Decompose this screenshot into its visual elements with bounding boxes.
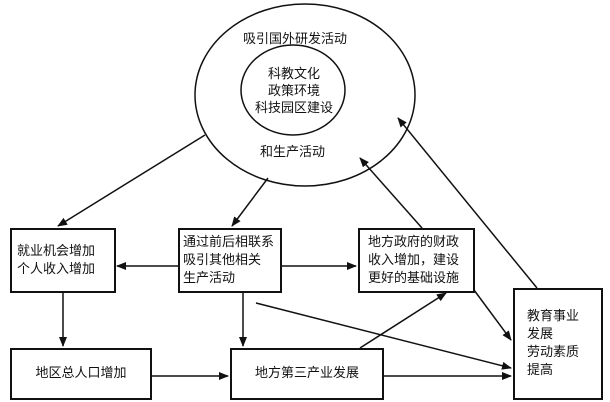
outer-ellipse-bottom-label: 和生产活动 <box>260 145 326 160</box>
node-population: 地区总人口增加 <box>10 348 152 400</box>
node-text: 提高 <box>527 363 554 378</box>
node-government: 地方政府的财政 收入增加，建设 更好的基础设施 <box>358 228 475 293</box>
node-text: 吸引其他相关 <box>183 252 262 268</box>
node-text: 更好的基础设施 <box>368 270 460 286</box>
outer-ellipse-top-label: 吸引国外研发活动 <box>243 32 348 47</box>
node-text: 收入增加，建设 <box>368 252 460 268</box>
edge-tertiary-to-government <box>359 292 447 349</box>
node-text: 地方政府的财政 <box>368 234 460 250</box>
edge-ellipse-to-employment <box>57 134 206 227</box>
inner-line: 政策环境 <box>267 84 320 99</box>
node-text: 生产活动 <box>183 270 236 286</box>
node-text: 教育事业 <box>527 309 580 324</box>
node-text: 就业机会增加 <box>17 243 96 259</box>
inner-line: 科教文化 <box>267 67 320 82</box>
node-education: 教育事业 发展 劳动素质 提高 <box>513 288 603 400</box>
node-text: 地方第三产业发展 <box>254 366 359 381</box>
node-text: 个人收入增加 <box>17 261 96 277</box>
node-employment: 就业机会增加 个人收入增加 <box>10 228 116 293</box>
node-text: 地区总人口增加 <box>35 366 127 381</box>
inner-ellipse <box>240 44 346 136</box>
node-text: 劳动素质 <box>527 345 580 360</box>
node-text: 通过前后相联系 <box>183 234 275 250</box>
node-linkages: 通过前后相联系 吸引其他相关 生产活动 <box>178 228 282 293</box>
edge-ellipse-to-linkages <box>231 177 269 227</box>
node-text: 发展 <box>527 327 554 342</box>
inner-line: 科技园区建设 <box>254 101 333 116</box>
edge-government-to-education <box>473 289 512 341</box>
edge-linkages-to-education <box>255 302 512 370</box>
edge-government-to-ellipse <box>359 157 423 229</box>
outer-ellipse <box>194 3 416 187</box>
edge-education-to-ellipse <box>397 117 538 289</box>
node-tertiary: 地方第三产业发展 <box>230 348 384 400</box>
inner-ellipse-label: 科教文化 政策环境 科技园区建设 <box>252 66 336 117</box>
